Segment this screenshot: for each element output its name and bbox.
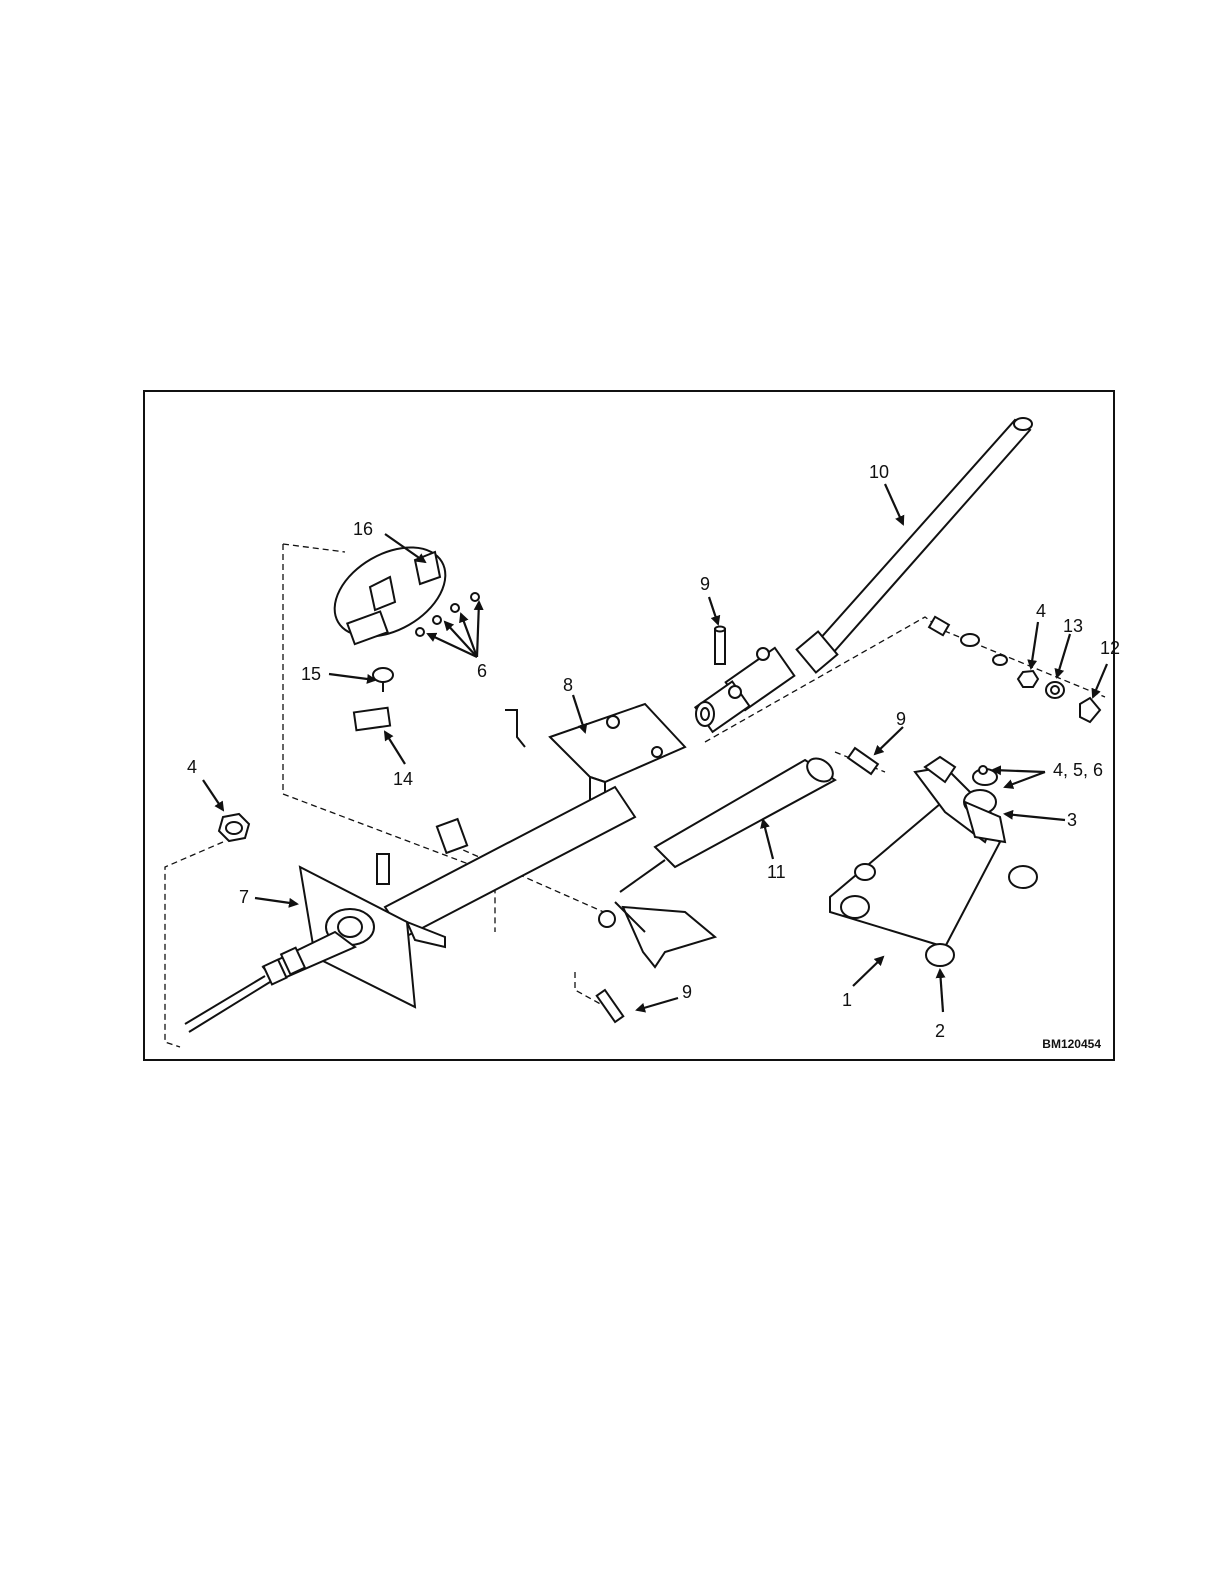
callout-10: 10 [869, 463, 889, 481]
callout-14: 14 [393, 770, 413, 788]
gas-spring [599, 754, 837, 927]
callout-4-5-6: 4, 5, 6 [1053, 761, 1103, 779]
callout-7: 7 [239, 888, 249, 906]
roll-pin-upper [715, 627, 725, 665]
callout-11: 11 [767, 863, 786, 881]
callout-3: 3 [1067, 811, 1077, 829]
roll-pin-lower [597, 990, 624, 1022]
callout-2: 2 [935, 1022, 945, 1040]
hex-nut-left [219, 814, 249, 841]
release-lever [615, 902, 715, 967]
callout-9-right: 9 [896, 710, 906, 728]
callout-4-right: 4 [1036, 602, 1046, 620]
steering-column-tube [377, 787, 635, 937]
callout-9-upper: 9 [700, 575, 710, 593]
exploded-view-drawing [145, 392, 1117, 1063]
callout-6: 6 [477, 662, 487, 680]
callout-12: 12 [1100, 639, 1120, 657]
base-bracket [830, 757, 1037, 966]
callout-4-left: 4 [187, 758, 197, 776]
callout-15: 15 [301, 665, 321, 683]
diagram-frame: 16 6 15 14 8 4 7 9 10 4 13 12 9 4, 5, 6 … [143, 390, 1115, 1061]
callout-8: 8 [563, 676, 573, 694]
roll-pin-right [848, 748, 878, 774]
callout-9-lower: 9 [682, 983, 692, 1001]
callout-16: 16 [353, 520, 373, 538]
mounting-plate [185, 867, 445, 1032]
clip [354, 708, 390, 731]
pivot-hardware [973, 766, 997, 785]
figure-id: BM120454 [1042, 1037, 1101, 1051]
push-rivet [373, 668, 393, 692]
mounting-bracket [505, 704, 685, 812]
callout-1: 1 [842, 991, 852, 1009]
callout-13: 13 [1063, 617, 1083, 635]
upper-steering-shaft [797, 418, 1032, 672]
switch-harness [319, 529, 461, 655]
screws [416, 593, 479, 636]
